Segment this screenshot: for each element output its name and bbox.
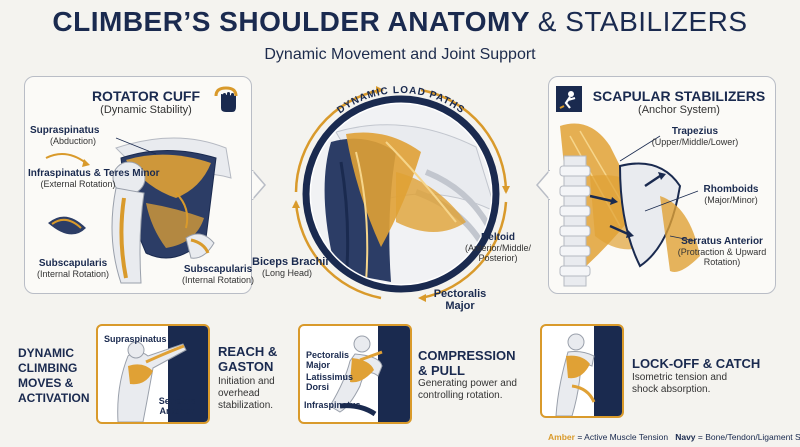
label-biceps-brachii: Biceps Brachii (Long Head) [252,256,329,278]
compression-pull-illustration [329,326,410,422]
lock-off-catch-illustration [555,326,622,416]
label-serratus-anterior: Serratus Anterior (Protraction & Upward … [677,236,767,267]
move2-label-infraspinatus: Infraspinatus [304,400,361,410]
legend: Amber = Active Muscle Tension Navy = Bon… [548,432,800,442]
move2-desc: Generating power and controlling rotatio… [418,378,517,401]
rotator-cuff-illustration [45,137,232,284]
scapular-illustration [559,123,700,287]
panel-pointer-right [536,170,550,200]
move-thumb-lock-off-catch [540,324,624,418]
reach-gaston-illustration [117,326,208,422]
label-subscapularis-large: Subscapularis (Internal Rotation) [181,264,255,285]
page-subtitle: Dynamic Movement and Joint Support [264,46,536,63]
move1-label-serratus-anterior: Serratus Anterior [158,396,196,416]
move-thumb-reach-gaston [96,324,210,424]
hand-grip-icon [214,86,238,112]
rotator-cuff-title: ROTATOR CUFF [91,88,201,104]
move1-desc: Initiation and overhead stabilization. [218,376,275,411]
move2-title: COMPRESSION & PULL [418,348,516,378]
label-rhomboids: Rhomboids (Major/Minor) [703,184,759,205]
legend-amber-text: = Active Muscle Tension [577,432,669,442]
title-main: CLIMBER’S SHOULDER ANATOMY [52,6,530,37]
climber-icon [556,86,582,112]
legend-amber: Amber [548,432,575,442]
page-title: CLIMBER’S SHOULDER ANATOMY & STABILIZERS [0,6,800,38]
move1-title: REACH & GASTON [218,344,278,374]
label-supraspinatus: Supraspinatus (Abduction) [30,125,100,146]
label-infraspinatus-teres-minor: Infraspinatus & Teres Minor (External Ro… [28,168,160,189]
label-trapezius: Trapezius (Upper/Middle/Lower) [651,126,739,147]
legend-navy-text: = Bone/Tendon/Ligament Structure [697,432,800,442]
scapular-subtitle: (Anchor System) [638,104,720,116]
panel-pointer-left [252,170,266,200]
dynamic-load-paths-diagram: DYNAMIC LOAD PATHS [292,85,510,302]
move2-label-latissimus-dorsi: Latissimus Dorsi [306,372,354,392]
moves-heading: DYNAMIC CLIMBING MOVES & ACTIVATION [18,346,90,405]
move2-label-pectoralis-major: Pectoralis Major [306,350,350,370]
move-thumb-compression-pull [298,324,412,424]
move3-desc: Isometric tension and shock absorption. [632,372,728,395]
move3-title: LOCK-OFF & CATCH [632,356,761,371]
label-pectoralis-major: Pectoralis Major [433,288,487,312]
legend-navy: Navy [675,432,696,442]
label-deltoid: Deltoid (Anterior/Middle/ Posterior) [464,232,532,263]
label-subscapularis-small: Subscapularis (Internal Rotation) [36,258,110,279]
move1-label-supraspinatus: Supraspinatus [104,334,167,344]
rotator-cuff-subtitle: (Dynamic Stability) [100,104,192,116]
title-amp: & STABILIZERS [537,6,748,37]
scapular-title: SCAPULAR STABILIZERS [592,88,766,104]
